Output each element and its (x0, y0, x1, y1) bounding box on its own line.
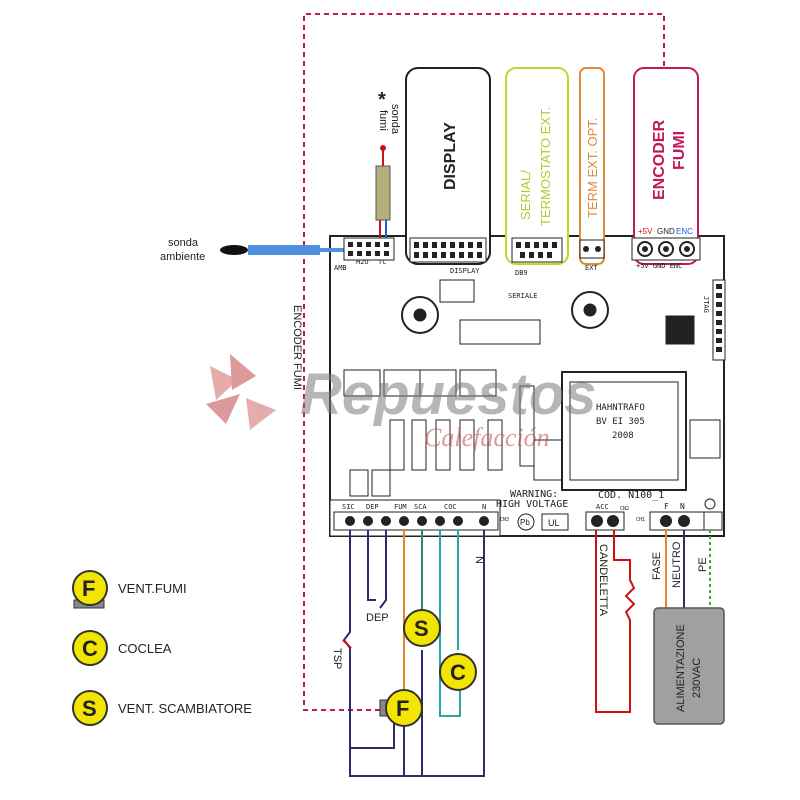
display-connector (409, 237, 487, 263)
encoder-pin-5v: +5V (638, 227, 653, 236)
tsp-switch (342, 639, 352, 649)
svg-text:F: F (396, 696, 409, 721)
cod-label: COD. N100_1 (598, 490, 664, 501)
fumes-probe (375, 145, 391, 246)
transformer-line-2: BV EI 305 (596, 417, 645, 427)
legend-label: VENT.FUMI (118, 581, 187, 596)
pe-label: PE (697, 557, 709, 572)
probe-star: * (378, 89, 386, 111)
term-ext-label: TERM EXT. OPT. (585, 118, 600, 218)
terminal-label-coc: COC (444, 503, 457, 511)
room-probe (220, 245, 344, 255)
terminal-screw (345, 516, 355, 526)
header-h2o: H2O (356, 258, 369, 266)
legend-item-f: F VENT.FUMI (72, 570, 187, 609)
probe-room-label-1: sonda (168, 237, 199, 249)
board-components (343, 279, 721, 497)
encoder-box[interactable] (633, 67, 699, 265)
terminal-screw (363, 516, 373, 526)
term-ext-box[interactable] (579, 67, 605, 265)
serial-label-2: TERMOSTATO EXT. (538, 107, 553, 226)
legend-letter: S (82, 696, 97, 721)
terminal-label-fum: FUM (394, 503, 407, 511)
n-label: N (473, 556, 485, 564)
candeletta-wire (595, 530, 636, 713)
header-tc: TC (378, 258, 386, 266)
cn2-label: CN2 (620, 506, 629, 512)
probe-fumes-label-1: sonda (389, 104, 401, 135)
motor-s: S (403, 609, 441, 647)
power-term-n: N (680, 502, 685, 511)
encoder-pin-gnd: GND (657, 227, 675, 236)
display-box[interactable] (405, 67, 491, 265)
legend-letter: C (82, 636, 98, 661)
legend-label: VENT. SCAMBIATORE (118, 701, 252, 716)
watermark-line-1: Repuestos (300, 362, 597, 427)
serial-label-1: SERIAL/ (518, 170, 533, 220)
legend-letter: F (82, 576, 95, 601)
serial-connector (511, 237, 563, 263)
motor-c: C (439, 653, 477, 691)
header-pins: +5V GND ENC (636, 262, 682, 270)
svg-text:S: S (414, 616, 429, 641)
transformer-line-3: 2008 (612, 431, 634, 441)
serial-box[interactable] (505, 67, 569, 265)
terminal-label-sic: SIC (342, 503, 355, 511)
watermark-line-2: Calefacción (424, 423, 550, 452)
motor-f: F (379, 689, 423, 727)
acc-label: ACC (596, 503, 609, 511)
terminal-screw (453, 516, 463, 526)
transformer-line-1: HAHNTRAFO (596, 403, 645, 413)
neutro-label: NEUTRO (671, 541, 683, 588)
warning-line-2: HIGH VOLTAGE (496, 499, 568, 510)
svg-text:C: C (450, 660, 466, 685)
terminal-screw (435, 516, 445, 526)
display-label: DISPLAY (442, 122, 459, 190)
fase-label: FASE (651, 552, 663, 580)
header-display: DISPLAY (450, 267, 480, 275)
power-supply-label-1: ALIMENTAZIONE (675, 624, 687, 712)
terminal-screw (381, 516, 391, 526)
terminal-screw (399, 516, 409, 526)
tsp-label: TSP (331, 648, 343, 669)
terminal-label-dep: DEP (366, 503, 379, 511)
terminal-label-sca: SCA (414, 503, 427, 511)
svg-text:Pb: Pb (520, 518, 530, 527)
header-seriale: SERIALE (508, 292, 538, 300)
encoder-label-2: FUMI (671, 131, 688, 170)
probe-fumes-label-2: fumi (377, 110, 389, 131)
legend-label: COCLEA (118, 641, 172, 656)
terminal-screw (479, 516, 489, 526)
dep-label: DEP (366, 612, 389, 624)
terminal-wires (342, 530, 485, 777)
jtag-label: JTAG (702, 296, 710, 313)
svg-text:UL: UL (548, 518, 560, 528)
terminal-label-n: N (482, 503, 486, 511)
watermark: Repuestos Calefacción (206, 354, 597, 452)
warning-line-1: WARNING: (510, 489, 558, 500)
encoder-label-1: ENCODER (651, 120, 668, 200)
terminal-block-main (333, 511, 499, 531)
header-db9: DB9 (515, 269, 528, 277)
cn3-label: CN3 (500, 517, 509, 523)
candeletta-label: CANDELETTA (597, 544, 609, 617)
terminal-screw (417, 516, 427, 526)
power-supply-label-2: 230VAC (691, 658, 703, 698)
power-supply-box (653, 607, 725, 725)
header-ext: EXT (585, 264, 598, 272)
legend: F VENT.FUMI C COCLEA S VENT. SCAMBIATORE (72, 570, 252, 726)
ul-mark (541, 513, 569, 531)
encoder-side-label: ENCODER FUMI (291, 305, 303, 390)
header-amb: AMB (334, 264, 347, 272)
probe-room-label-2: ambiente (160, 251, 205, 263)
power-term-f: F (664, 502, 669, 511)
legend-item-s: S VENT. SCAMBIATORE (72, 690, 252, 726)
legend-item-c: C COCLEA (72, 630, 172, 666)
ch1-label: CH1 (636, 517, 645, 523)
pb-symbol (517, 513, 535, 531)
encoder-pin-enc: ENC (676, 227, 693, 236)
encoder-wire (303, 13, 665, 711)
